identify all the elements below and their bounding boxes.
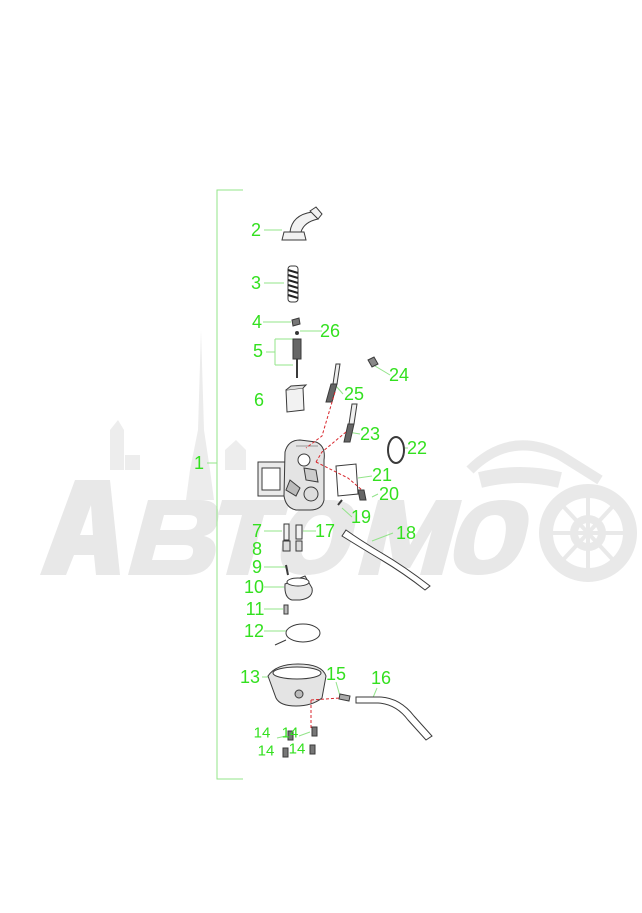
part-13-float-bowl (267, 663, 327, 707)
callout-19[interactable]: 19 (350, 507, 372, 527)
leader-line-21 (357, 475, 373, 479)
part-3-spring (287, 265, 299, 303)
callout-18[interactable]: 18 (395, 523, 417, 543)
callout-20[interactable]: 20 (378, 484, 400, 504)
part-15-fitting (338, 693, 351, 702)
callout-23[interactable]: 23 (359, 424, 381, 444)
callout-9[interactable]: 9 (251, 557, 263, 577)
alignment-line-idle (315, 431, 347, 463)
callout-14a[interactable]: 14 (253, 724, 271, 742)
city-silhouette (110, 420, 246, 470)
callout-3[interactable]: 3 (250, 273, 262, 293)
alignment-line-gasket (315, 461, 363, 491)
leader-line-25 (335, 385, 344, 395)
part-18-overflow-hose (341, 529, 431, 591)
leader-line-14 (276, 731, 311, 739)
part-10-float (284, 575, 313, 601)
callout-4[interactable]: 4 (251, 312, 263, 332)
callout-22[interactable]: 22 (406, 438, 428, 458)
brand-lettering (40, 480, 529, 575)
callout-14d[interactable]: 14 (288, 740, 306, 758)
leader-line-15 (335, 681, 341, 697)
callout-14b[interactable]: 14 (281, 724, 299, 742)
part-23-idle-screw (343, 403, 358, 443)
leader-line-24 (374, 365, 391, 376)
motorcycle-icon (466, 440, 637, 582)
leader-line-18 (371, 532, 394, 542)
leader-line-20 (371, 493, 379, 498)
carburetor-body (257, 439, 325, 511)
part-14-screws (282, 726, 318, 758)
leader-line-19 (341, 507, 353, 518)
alignment-line-top (305, 391, 336, 449)
callout-1[interactable]: 1 (193, 453, 205, 473)
part-22-o-ring (387, 436, 405, 464)
callout-6[interactable]: 6 (253, 390, 265, 410)
part-26-ring (295, 331, 299, 335)
callout-10[interactable]: 10 (243, 577, 265, 597)
part-7-float-pin (283, 523, 290, 541)
callout-17[interactable]: 17 (314, 521, 336, 541)
callout-26[interactable]: 26 (319, 321, 341, 341)
part-16-drain-hose (355, 696, 433, 741)
bracket-5 (266, 338, 293, 366)
spire-icon (186, 330, 214, 500)
watermark-logo (40, 330, 637, 582)
part-19-pin (337, 499, 343, 506)
callout-16[interactable]: 16 (370, 668, 392, 688)
part-4-clip (291, 317, 301, 327)
callout-8[interactable]: 8 (251, 539, 263, 559)
callout-14c[interactable]: 14 (257, 742, 275, 760)
part-8-jet (282, 540, 291, 552)
part-11-small-jet (283, 604, 289, 615)
part-9-needle-valve (285, 564, 289, 576)
assembly-bracket (216, 189, 243, 780)
callout-7[interactable]: 7 (251, 521, 263, 541)
part-6-throttle-slide (285, 384, 308, 413)
callout-12[interactable]: 12 (243, 621, 265, 641)
part-2-elbow-cap (281, 206, 323, 241)
callout-24[interactable]: 24 (388, 365, 410, 385)
callout-15[interactable]: 15 (325, 664, 347, 684)
part-25-pilot-screw (325, 363, 341, 403)
part-21-gasket (335, 463, 359, 497)
part-5-needle (292, 338, 302, 378)
callout-5[interactable]: 5 (252, 341, 264, 361)
callout-11[interactable]: 11 (245, 599, 265, 619)
callout-21[interactable]: 21 (371, 465, 393, 485)
callout-2[interactable]: 2 (250, 220, 262, 240)
part-12-bowl-gasket (274, 623, 321, 646)
part-24-plug (367, 356, 379, 368)
callout-13[interactable]: 13 (239, 667, 261, 687)
part-17-main-jet (295, 524, 303, 552)
callout-25[interactable]: 25 (343, 384, 365, 404)
part-20-screw (357, 489, 367, 501)
